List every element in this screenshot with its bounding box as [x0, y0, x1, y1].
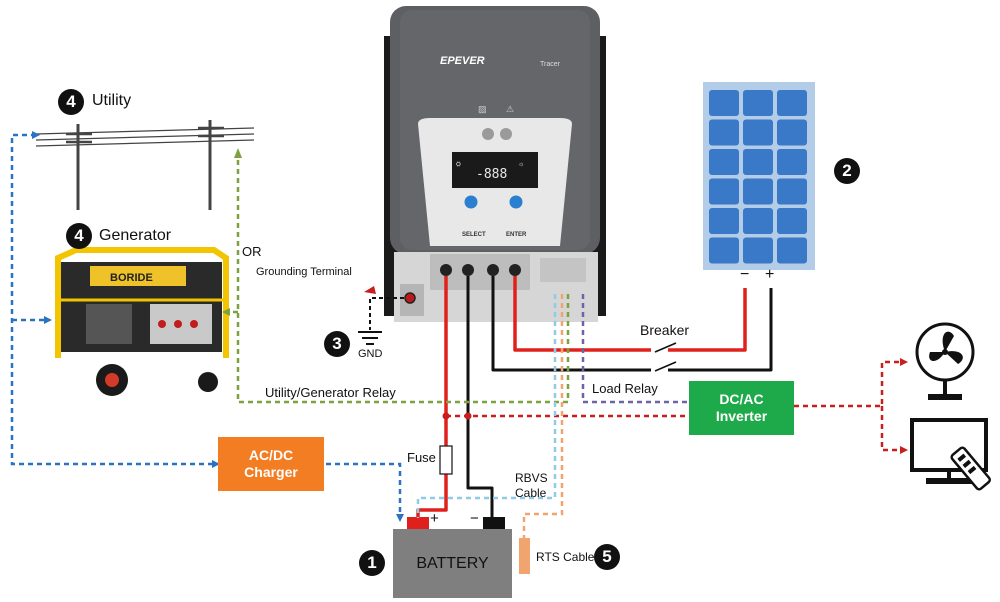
- solar-cell: [777, 90, 807, 116]
- solar-cell: [777, 237, 807, 264]
- callout-pv: 2: [834, 158, 860, 184]
- select-button[interactable]: [464, 195, 478, 209]
- junction-dot: [442, 412, 450, 420]
- solar-cell: [743, 237, 773, 264]
- callout-generator: 4: [66, 223, 92, 249]
- load-relay-line: [581, 294, 688, 404]
- breaker-switch: [654, 342, 677, 353]
- remote-icon: [950, 446, 992, 491]
- led-right: [500, 128, 512, 140]
- pv-positive-panel-wire: [668, 288, 747, 352]
- utility-generator-relay-label: Utility/Generator Relay: [265, 385, 396, 400]
- ac-dc-charger: AC/DC Charger: [218, 437, 324, 491]
- power-wiring: [416, 276, 773, 518]
- battery-positive-post: [407, 517, 429, 529]
- lcd-value: -888: [476, 167, 507, 182]
- led-left: [482, 128, 494, 140]
- battery-minus-label: −: [470, 510, 479, 527]
- breaker-label: Breaker: [640, 322, 690, 338]
- lcd-screen: [452, 152, 538, 188]
- rts-sensor: [519, 538, 530, 574]
- inverter-to-fan-line: [794, 360, 904, 408]
- model-text: Tracer: [540, 61, 561, 68]
- solar-cell: [777, 178, 807, 205]
- rts-cable-label: RTS Cable: [536, 550, 595, 564]
- battery-negative-terminal: [462, 264, 474, 276]
- generator-brand: BORIDE: [110, 272, 153, 284]
- signal-wiring: [10, 133, 904, 538]
- pv-positive-wire: [513, 276, 651, 352]
- pv-plus-label: +: [765, 266, 775, 283]
- utility-generator-relay-line: [236, 154, 570, 404]
- solar-cell: [777, 119, 807, 146]
- grounding-terminal-label: Grounding Terminal: [256, 266, 352, 278]
- gnd-label: GND: [358, 348, 383, 360]
- charger-to-battery-line: [326, 462, 402, 518]
- ground-icon: [358, 331, 382, 345]
- fuse-icon: [439, 445, 453, 475]
- callout-battery: 1: [359, 550, 385, 576]
- solar-cell: [709, 119, 739, 146]
- select-label: SELECT: [462, 232, 486, 238]
- solar-charge-controller: EPEVER Tracer ▨ ⚠ -888 ⛭ ☼ SELECT ENTER: [384, 6, 606, 322]
- enter-button[interactable]: [509, 195, 523, 209]
- junction-dot: [464, 412, 472, 420]
- dc-ac-inverter: DC/AC Inverter: [689, 381, 794, 435]
- inverter-to-tv-line: [880, 406, 904, 452]
- load-relay-label: Load Relay: [592, 381, 658, 396]
- brand-text: EPEVER: [440, 55, 485, 67]
- rts-cable-line: [522, 294, 564, 538]
- battery-plus-label: +: [430, 510, 439, 527]
- lcd-bulb-icon: ☼: [518, 161, 524, 168]
- or-label: OR: [242, 244, 262, 259]
- solar-cell: [743, 149, 773, 175]
- tv-icon: [910, 418, 988, 484]
- battery: BATTERY: [393, 529, 512, 598]
- callout-rts: 5: [594, 544, 620, 570]
- utility-to-charger-line: [10, 133, 216, 466]
- callout-utility: 4: [58, 89, 84, 115]
- enter-label: ENTER: [506, 232, 527, 238]
- lcd-pv-icon: ⛭: [456, 161, 461, 168]
- solar-cell: [709, 90, 739, 116]
- breaker-switch-2: [654, 361, 677, 372]
- battery-positive-wire: [416, 276, 448, 518]
- pv-positive-terminal: [509, 264, 521, 276]
- rbvs-cable-label: RBVS Cable: [515, 471, 548, 500]
- fuse-label: Fuse: [407, 450, 436, 465]
- solar-cell: [709, 208, 739, 234]
- arrowheads: [32, 131, 908, 522]
- solar-cell: [709, 178, 739, 205]
- rbvs-cable-line: [416, 294, 557, 518]
- pv-negative-terminal: [487, 264, 499, 276]
- solar-panel-icon: [703, 82, 815, 270]
- solar-cell: [743, 90, 773, 116]
- solar-cell: [743, 178, 773, 205]
- utility-pole-icon: [35, 120, 255, 210]
- grounding-terminal: [404, 292, 416, 304]
- battery-negative-post: [483, 517, 505, 529]
- pv-negative-wire: [491, 276, 651, 372]
- rj45-ports: [540, 258, 586, 282]
- battery-negative-wire: [466, 276, 494, 518]
- solar-cell: [743, 208, 773, 234]
- generator-icon: BORIDE: [55, 247, 229, 396]
- utility-label: Utility: [92, 92, 132, 109]
- fan-icon: [915, 322, 975, 400]
- solar-cell: [777, 208, 807, 234]
- solar-cells: [709, 90, 807, 264]
- solar-cell: [709, 237, 739, 264]
- generator-label: Generator: [99, 227, 172, 244]
- callout-ground: 3: [324, 331, 350, 357]
- battery-positive-terminal: [440, 264, 452, 276]
- warning-icon: ⚠: [506, 104, 514, 114]
- solar-cell: [777, 149, 807, 175]
- solar-cell: [743, 119, 773, 146]
- pv-minus-label: −: [740, 266, 750, 283]
- pv-negative-panel-wire: [668, 288, 773, 372]
- pv-mark-icon: ▨: [478, 104, 487, 114]
- solar-cell: [709, 149, 739, 175]
